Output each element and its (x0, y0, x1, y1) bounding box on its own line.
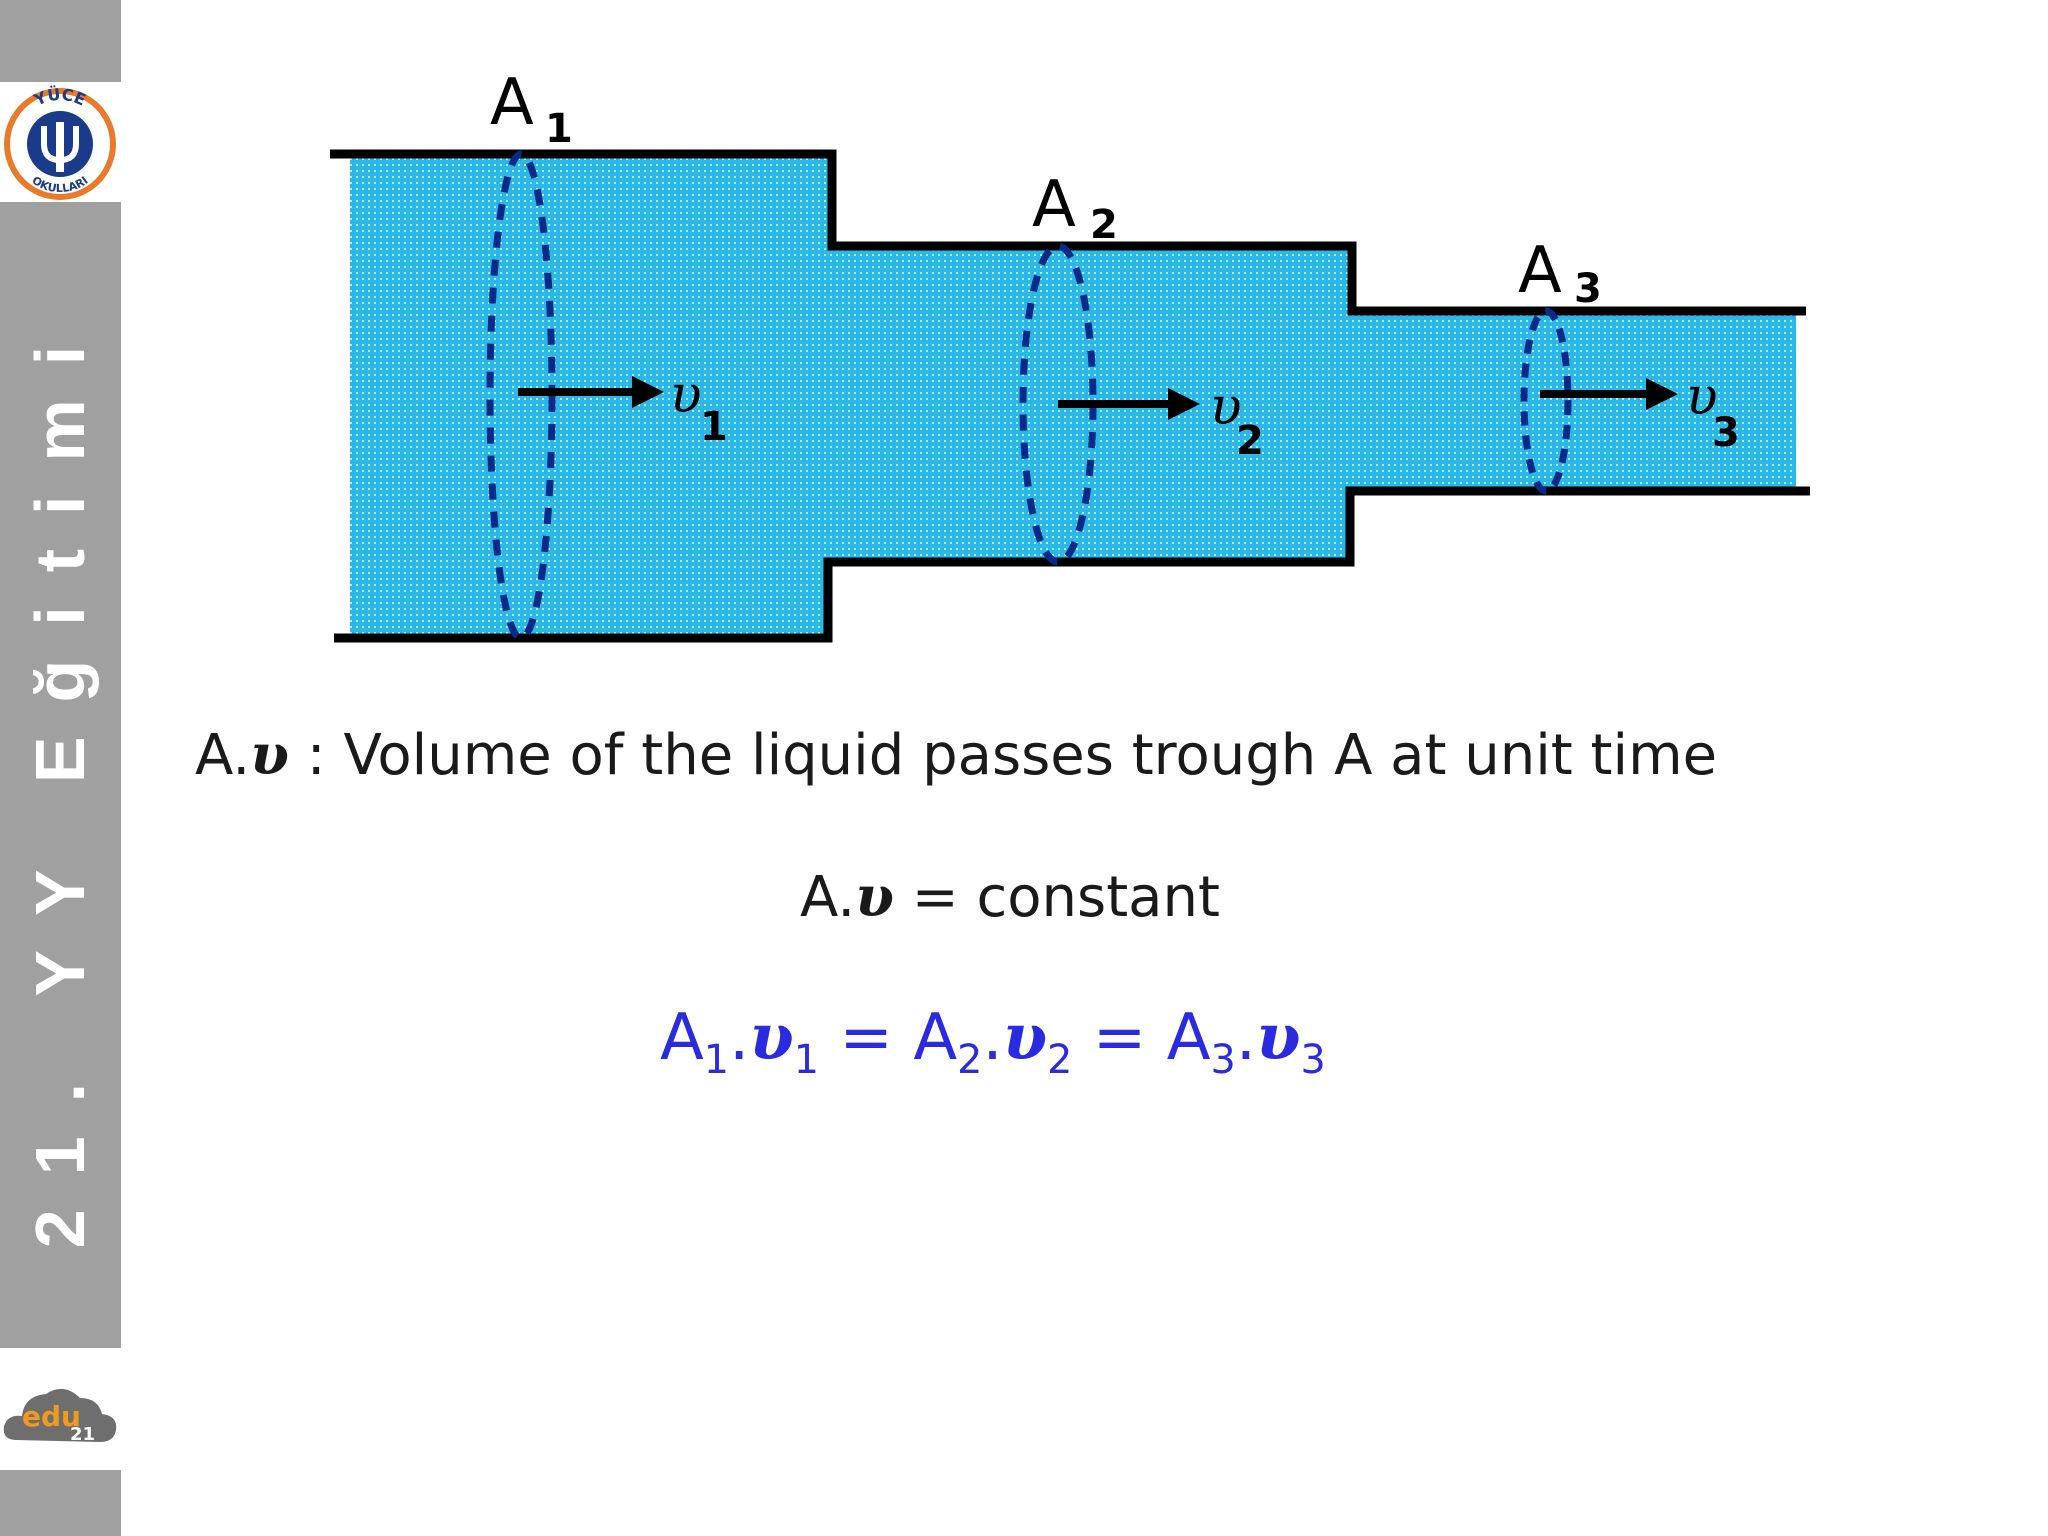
constant-line: A.υ = constant (800, 864, 1220, 930)
eq-a2: A (913, 1001, 958, 1075)
constant-u: υ (855, 864, 894, 930)
eq-dot2: . (982, 1001, 1003, 1075)
eq-equals2: = (1072, 1001, 1167, 1075)
eq-u1-sub: 1 (793, 1036, 820, 1083)
eq-a3: A (1166, 1001, 1211, 1075)
definition-text: : Volume of the liquid passes trough A a… (288, 723, 1718, 788)
svg-text:OKULLARI: OKULLARI (30, 174, 91, 195)
label-u2: υ (1210, 377, 1242, 437)
constant-text: = constant (893, 865, 1220, 930)
label-a3-sub: 3 (1574, 266, 1602, 312)
logo-bottom-text: OKULLARI (30, 174, 91, 195)
label-a2-sub: 2 (1090, 202, 1118, 248)
constant-a: A. (800, 865, 856, 930)
label-a3: A (1518, 234, 1562, 308)
cloud-icon: edu 21 (3, 1388, 117, 1445)
definition-u: υ (250, 722, 289, 788)
definition-a: A. (195, 723, 251, 788)
eq-u1: υ (749, 1000, 794, 1075)
eq-u2: υ (1002, 1000, 1048, 1075)
edu21-logo: edu 21 (0, 1348, 121, 1470)
label-u1: υ (670, 365, 702, 425)
eq-a1-sub: 1 (703, 1036, 730, 1083)
eq-u3-sub: 3 (1300, 1036, 1326, 1083)
eq-a2-sub: 2 (957, 1036, 983, 1083)
eq-dot1: . (729, 1001, 750, 1075)
edu-label: edu (22, 1400, 81, 1433)
velocity-arrow-3 (1540, 378, 1678, 410)
velocity-arrow-1 (518, 376, 664, 408)
pipe-walls (330, 149, 1810, 643)
label-u2-sub: 2 (1236, 418, 1264, 464)
continuity-equation: A1.υ1 = A2.υ2 = A3.υ3 (660, 1000, 1326, 1083)
eq-u3: υ (1256, 1000, 1301, 1075)
eq-u2-sub: 2 (1047, 1036, 1073, 1083)
yuce-logo: YÜCE OKULLARI (0, 82, 121, 202)
eq-dot3: . (1235, 1001, 1257, 1075)
eq-a1: A (660, 1001, 704, 1075)
label-u3-sub: 3 (1712, 410, 1740, 456)
label-a2: A (1032, 168, 1076, 242)
eq-equals1: = (819, 1001, 914, 1075)
eq-a3-sub: 3 (1210, 1036, 1236, 1083)
sidebar: YÜCE OKULLARI 21. YY Eğitimi edu 21 (0, 0, 121, 1536)
yuce-logo-icon: YÜCE OKULLARI (4, 85, 116, 200)
velocity-arrow-2 (1058, 388, 1200, 420)
edu-number: 21 (70, 1424, 95, 1445)
label-u3: υ (1686, 367, 1718, 427)
definition-line: A.υ : Volume of the liquid passes trough… (195, 722, 1717, 788)
label-a1-sub: 1 (545, 106, 573, 152)
cross-section-a3 (1520, 307, 1572, 495)
label-a1: A (490, 66, 534, 140)
label-u1-sub: 1 (700, 404, 728, 450)
